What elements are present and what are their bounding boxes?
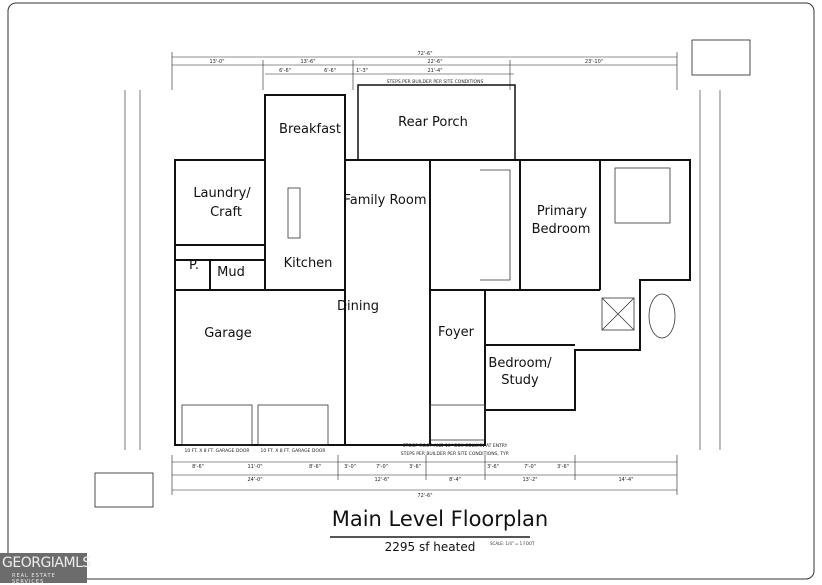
note-box-top-right [691, 39, 751, 76]
dim-bottom: 3'-0" [344, 464, 356, 470]
walls [174, 84, 691, 446]
room-craft: Craft [210, 205, 242, 220]
room-pantry: P. [189, 258, 199, 273]
room-garage: Garage [204, 326, 252, 341]
dim-top: 13'-0" [209, 59, 224, 65]
fixtures [181, 167, 676, 446]
dim-bottom: 11'-0" [247, 464, 262, 470]
side-dimension-lines [124, 90, 721, 450]
room-bedroom-study-2: Study [501, 373, 539, 388]
dim-top: 6'-6" [279, 68, 291, 74]
room-primary-bedroom: Bedroom [532, 222, 591, 237]
plan-subtitle: 2295 sf heated [384, 540, 476, 554]
note-steps-rear: STEPS PER BUILDER PER SITE CONDITIONS [387, 79, 484, 85]
dim-top: 13'-6" [300, 59, 315, 65]
room-kitchen: Kitchen [284, 256, 333, 271]
dim-bottom: 14'-4" [618, 477, 633, 483]
dim-bottom: 8'-6" [192, 464, 204, 470]
dim-bottom-overall: 72'-6" [417, 493, 432, 499]
logo-name: GEORGIAMLS [2, 555, 91, 571]
room-family-room: Family Room [344, 193, 427, 208]
dim-bottom: 7'-0" [524, 464, 536, 470]
dim-bottom: 24'-0" [247, 477, 262, 483]
note-box-bottom-left [94, 472, 154, 508]
top-dimension-lines [171, 52, 678, 90]
dim-bottom: 3'-6" [557, 464, 569, 470]
dim-top: 21'-4" [427, 68, 442, 74]
note-garage-door-1: 10 FT. X 8 FT. GARAGE DOOR [184, 448, 249, 454]
dim-top-overall: 72'-6" [417, 51, 432, 57]
dim-bottom: 3'-6" [487, 464, 499, 470]
dim-top: 23'-10" [585, 59, 603, 65]
title-rule [330, 536, 530, 538]
bottom-dimension-lines [171, 455, 678, 495]
logo-tagline: REAL ESTATE SERVICES [12, 573, 56, 585]
room-breakfast: Breakfast [279, 122, 341, 137]
dim-bottom: 8'-6" [309, 464, 321, 470]
room-bedroom-study: Bedroom/ [488, 356, 552, 371]
dim-bottom: 3'-6" [409, 464, 421, 470]
dim-bottom: 12'-6" [374, 477, 389, 483]
georgia-mls-logo: GEORGIAMLS REAL ESTATE SERVICES [0, 553, 91, 585]
room-foyer: Foyer [438, 325, 475, 340]
dim-bottom: 7'-0" [376, 464, 388, 470]
note-steps-front: STEPS PER BUILDER PER SITE CONDITIONS, T… [401, 451, 509, 457]
room-mud: Mud [217, 265, 245, 280]
plan-title: Main Level Floorplan [331, 507, 549, 531]
note-stoop: STOOP ROOF AND 10" BOX COLUMN AT ENTRY [403, 443, 508, 449]
dim-top: 1'-3" [356, 68, 368, 74]
room-dining: Dining [337, 299, 379, 314]
plan-scale: SCALE: 1/4" = 1 FOOT [490, 541, 535, 546]
room-primary: Primary [537, 204, 588, 219]
room-laundry: Laundry/ [193, 186, 251, 201]
dim-bottom: 13'-2" [522, 477, 537, 483]
note-garage-door-2: 10 FT. X 8 FT. GARAGE DOOR [260, 448, 325, 454]
dim-top: 6'-6" [324, 68, 336, 74]
room-rear-porch: Rear Porch [398, 115, 468, 130]
dim-top: 22'-6" [427, 59, 442, 65]
dim-bottom: 8'-4" [449, 477, 461, 483]
sheet-border [7, 2, 815, 580]
